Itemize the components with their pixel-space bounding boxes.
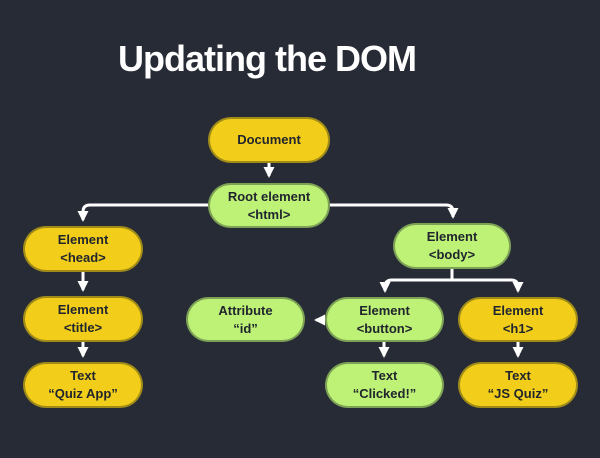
- node-label-line: Element: [57, 302, 109, 317]
- node-element-button: Element <button>: [325, 297, 444, 342]
- node-label-line: <h1>: [502, 320, 534, 336]
- node-document: Document: [208, 117, 330, 163]
- node-attribute-id: Attribute “id”: [186, 297, 305, 342]
- arrow-root-to-head: [77, 203, 208, 222]
- node-text-clicked: Text “Clicked!”: [325, 362, 444, 408]
- arrow-body-to-h1: [452, 278, 524, 293]
- diagram-title: Updating the DOM: [118, 38, 417, 79]
- node-label-line: <html>: [247, 206, 291, 222]
- node-label-line: Text: [505, 368, 531, 383]
- node-label-line: <button>: [356, 320, 413, 336]
- node-label-line: “Clicked!”: [352, 386, 417, 401]
- node-label-line: “Quiz App”: [48, 386, 118, 401]
- node-element-body: Element <body>: [393, 223, 511, 269]
- node-label-line: Element: [426, 229, 478, 244]
- node-element-title: Element <title>: [23, 296, 143, 342]
- arrow-body-to-button: [379, 278, 452, 293]
- node-label-line: Attribute: [218, 302, 273, 318]
- node-label-line: <title>: [63, 320, 103, 335]
- arrow-root-to-body: [330, 203, 459, 219]
- node-label-line: Element: [359, 302, 410, 318]
- node-label-line: “id”: [233, 320, 258, 336]
- node-label-line: “JS Quiz”: [487, 386, 549, 401]
- node-label-line: <body>: [428, 247, 476, 262]
- node-label-line: Root element: [227, 188, 311, 204]
- node-label-line: Text: [371, 368, 398, 383]
- node-label-line: Element: [57, 232, 109, 247]
- node-label-line: Text: [70, 368, 96, 383]
- node-element-h1: Element <h1>: [458, 297, 578, 342]
- node-label-line: Element: [492, 302, 544, 318]
- node-root-element: Root element <html>: [208, 183, 330, 228]
- node-label-line: <head>: [60, 250, 106, 265]
- node-text-quiz-app: Text “Quiz App”: [23, 362, 143, 408]
- node-label-line: Document: [237, 132, 301, 147]
- node-element-head: Element <head>: [23, 226, 143, 272]
- node-text-js-quiz: Text “JS Quiz”: [458, 362, 578, 408]
